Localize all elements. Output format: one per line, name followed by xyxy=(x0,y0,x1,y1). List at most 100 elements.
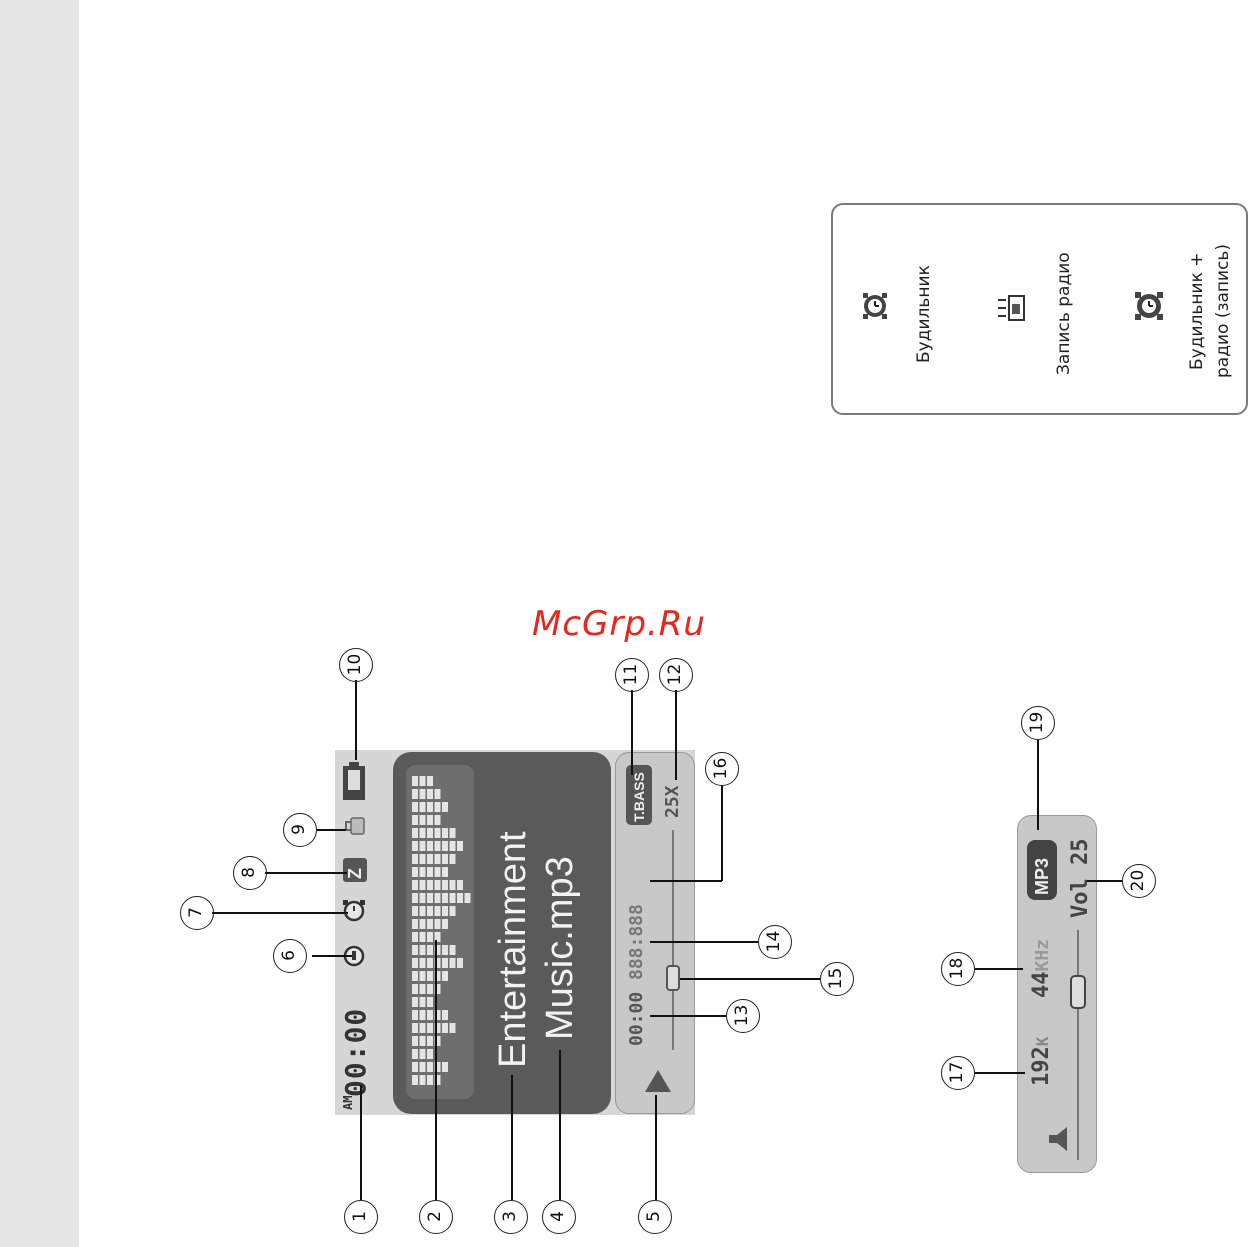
eq-segment xyxy=(435,815,441,825)
leader-line-16a xyxy=(650,880,722,882)
callout-17: 17 xyxy=(941,1056,975,1090)
page-margin-strip xyxy=(0,0,79,1247)
eq-segment xyxy=(427,997,433,1007)
total-time: 888:888 xyxy=(626,904,647,980)
eq-segment xyxy=(435,841,441,851)
eq-segment xyxy=(420,789,426,799)
eq-segment xyxy=(420,802,426,812)
leader-line-9 xyxy=(316,829,346,831)
callout-4: 4 xyxy=(542,1200,576,1234)
eq-segment xyxy=(420,1075,426,1085)
speaker-icon xyxy=(1045,1125,1071,1157)
watermark: McGrp.Ru xyxy=(532,604,706,644)
eq-segment xyxy=(427,880,433,890)
eq-segment xyxy=(450,880,456,890)
eq-segment xyxy=(427,1049,433,1059)
eq-segment xyxy=(427,841,433,851)
leader-line-5 xyxy=(655,1095,657,1200)
eq-segment xyxy=(420,854,426,864)
leader-line-7 xyxy=(212,912,348,914)
eq-segment xyxy=(412,958,418,968)
eq-segment xyxy=(427,932,433,942)
eq-segment xyxy=(450,828,456,838)
eq-segment xyxy=(427,802,433,812)
callout-16: 16 xyxy=(705,752,739,786)
legend-box xyxy=(831,203,1248,415)
timer-icon xyxy=(341,944,367,972)
eq-segment xyxy=(412,789,418,799)
legend-label-alarm-record-line2: радио (запись) xyxy=(1213,244,1233,378)
eq-segment xyxy=(450,958,456,968)
eq-segment xyxy=(420,1010,426,1020)
eq-segment xyxy=(412,1075,418,1085)
eq-segment xyxy=(420,815,426,825)
eq-segment xyxy=(412,815,418,825)
eq-segment xyxy=(442,828,448,838)
eq-segment xyxy=(442,880,448,890)
leader-line-13 xyxy=(650,1015,726,1017)
eq-segment xyxy=(442,906,448,916)
eq-segment xyxy=(412,1010,418,1020)
eq-segment xyxy=(420,958,426,968)
progress-slider[interactable] xyxy=(666,965,680,991)
leader-line-17 xyxy=(975,1072,1025,1074)
eq-segment xyxy=(450,906,456,916)
eq-segment xyxy=(450,841,456,851)
eq-segment xyxy=(457,841,463,851)
volume-slider[interactable] xyxy=(1070,975,1086,1009)
eq-segment xyxy=(420,971,426,981)
callout-13: 13 xyxy=(726,999,760,1033)
leader-line-2 xyxy=(435,940,437,1200)
legend-label-alarm-record-line1: Будильник + xyxy=(1187,253,1207,371)
eq-segment xyxy=(457,893,463,903)
eq-segment xyxy=(420,945,426,955)
battery-icon xyxy=(341,762,367,806)
eq-segment xyxy=(427,1036,433,1046)
eq-segment xyxy=(435,867,441,877)
leader-line-6 xyxy=(312,955,352,957)
volume-track xyxy=(1077,930,1079,1160)
eq-segment xyxy=(420,1023,426,1033)
eq-segment xyxy=(412,880,418,890)
eq-segment xyxy=(427,1023,433,1033)
eq-level: 25X xyxy=(662,785,683,818)
leader-line-11 xyxy=(631,690,633,775)
leader-line-20 xyxy=(1087,880,1122,882)
eq-segment xyxy=(442,971,448,981)
elapsed-time: 00:00 xyxy=(626,992,647,1046)
eq-segment xyxy=(427,1010,433,1020)
eq-segment xyxy=(412,906,418,916)
eq-segment xyxy=(442,841,448,851)
eq-segment xyxy=(427,867,433,877)
eq-segment xyxy=(420,841,426,851)
eq-segment xyxy=(412,854,418,864)
eq-segment xyxy=(412,945,418,955)
eq-segment xyxy=(435,802,441,812)
alarm-record-icon xyxy=(1134,290,1164,326)
eq-segment xyxy=(420,932,426,942)
play-icon xyxy=(643,1068,673,1098)
equalizer-bars xyxy=(410,772,472,1094)
eq-segment xyxy=(442,1062,448,1072)
eq-segment xyxy=(427,828,433,838)
eq-segment xyxy=(420,906,426,916)
eq-segment xyxy=(427,958,433,968)
eq-segment xyxy=(435,880,441,890)
eq-segment xyxy=(412,919,418,929)
callout-19: 19 xyxy=(1021,706,1055,740)
eq-segment xyxy=(412,997,418,1007)
eq-segment xyxy=(450,1023,456,1033)
callout-12: 12 xyxy=(659,658,693,692)
eq-segment xyxy=(412,1036,418,1046)
leader-line-4 xyxy=(559,1050,561,1200)
eq-segment xyxy=(435,789,441,799)
eq-segment xyxy=(420,880,426,890)
eq-segment xyxy=(435,893,441,903)
eq-segment xyxy=(427,854,433,864)
eq-segment xyxy=(420,984,426,994)
eq-segment xyxy=(427,1075,433,1085)
eq-segment xyxy=(435,828,441,838)
clock-display: 00:00 xyxy=(339,1008,372,1097)
eq-segment xyxy=(442,854,448,864)
eq-segment xyxy=(427,776,433,786)
